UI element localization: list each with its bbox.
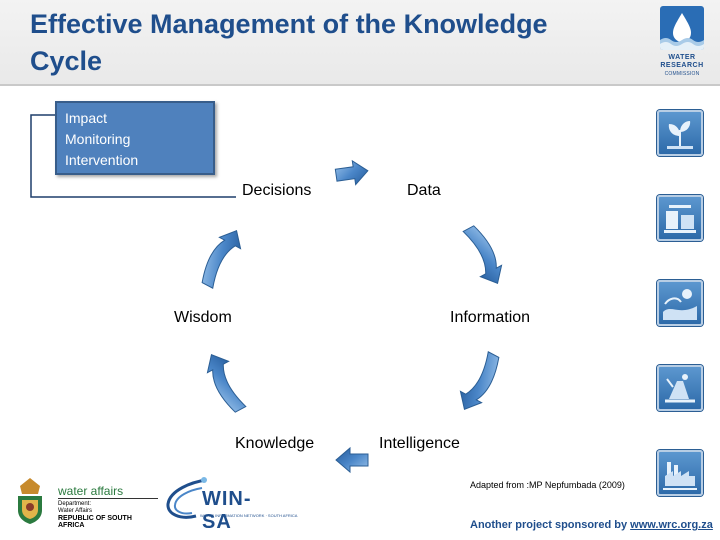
arrow-information-to-intelligence <box>459 351 500 411</box>
arrow-intelligence-to-knowledge <box>335 446 369 474</box>
wrc-logo: WATER RESEARCH COMMISSION <box>656 6 708 78</box>
logo-line-2: RESEARCH <box>660 62 704 69</box>
callout-line-monitoring: Monitoring <box>65 131 131 147</box>
sponsor-text: Another project sponsored by <box>470 519 631 531</box>
source-credit: Adapted from :MP Nepfumbada (2009) <box>470 480 625 490</box>
side-icon-column <box>657 110 703 535</box>
industry-icon <box>657 450 703 496</box>
node-information: Information <box>450 309 531 326</box>
node-intelligence: Intelligence <box>379 435 460 452</box>
winsa-tagline: WATER INFORMATION NETWORK · SOUTH AFRICA <box>200 513 298 518</box>
river-icon <box>657 280 703 326</box>
feedback-bracket <box>30 114 236 198</box>
node-data: Data <box>407 182 441 199</box>
title-bar <box>0 0 720 86</box>
callout-line-intervention: Intervention <box>65 152 139 168</box>
water-treatment-icon <box>657 195 703 241</box>
slide-title-line-2: Cycle <box>30 46 103 76</box>
department-logo: water affairs Department: Water Affairs … <box>10 476 160 529</box>
callout-box: Impact Monitoring Intervention <box>55 101 215 175</box>
arrow-data-to-information <box>462 225 503 285</box>
slide-title: Effective Management of the Knowledge Cy… <box>30 6 630 80</box>
arrow-decisions-to-data <box>334 159 369 186</box>
arrow-wisdom-to-decisions <box>201 229 242 289</box>
winsa-swoosh-icon <box>166 477 207 519</box>
department-line-2: Water Affairs <box>58 508 93 514</box>
department-brand: water affairs <box>58 484 124 498</box>
node-decisions: Decisions <box>242 182 312 199</box>
slide-title-line-1: Effective Management of the Knowledge <box>30 9 548 39</box>
winsa-logo: WIN-SA WATER INFORMATION NETWORK · SOUTH… <box>162 474 297 533</box>
department-lines: Department: Water Affairs <box>58 501 92 515</box>
winsa-name: WIN-SA <box>202 488 252 533</box>
department-line-1: Department: <box>58 501 92 507</box>
department-divider <box>58 498 158 499</box>
node-knowledge: Knowledge <box>235 435 315 452</box>
coat-of-arms-icon <box>18 478 42 524</box>
logo-line-1: WATER <box>668 54 696 61</box>
callout-line-impact: Impact <box>65 110 108 126</box>
department-line-3: REPUBLIC OF SOUTH AFRICA <box>58 515 132 529</box>
node-wisdom: Wisdom <box>174 309 232 326</box>
water-drop-icon <box>660 6 704 50</box>
plant-icon <box>657 110 703 156</box>
arrow-knowledge-to-wisdom <box>206 353 247 413</box>
sponsor-link[interactable]: www.wrc.org.za <box>630 519 713 531</box>
farming-icon <box>657 365 703 411</box>
sponsor-note: Another project sponsored by www.wrc.org… <box>470 519 713 531</box>
logo-line-3: COMMISSION <box>664 71 700 77</box>
